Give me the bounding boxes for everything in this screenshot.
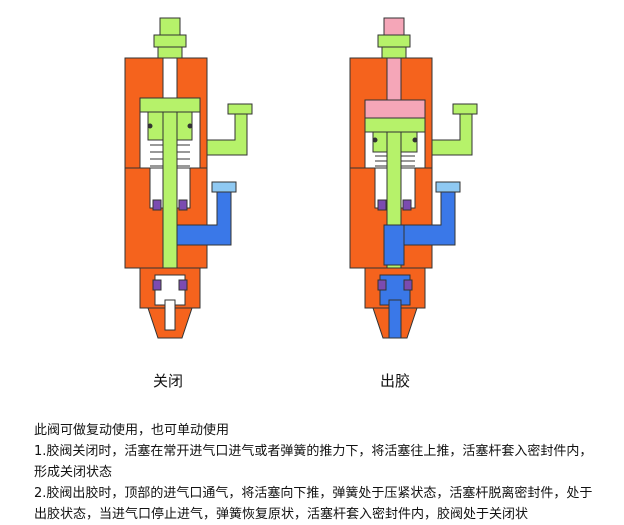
caption-open: 出胶 bbox=[379, 372, 410, 390]
side-air-fitting bbox=[431, 109, 473, 156]
fluid-flow bbox=[383, 224, 405, 266]
seal bbox=[152, 199, 162, 211]
description-item-2: 2.胶阀出胶时，顶部的进气口通气，将活塞向下推，弹簧处于压紧状态，活塞杆脱离密封… bbox=[34, 486, 593, 522]
valve-open-diagram bbox=[349, 17, 478, 339]
side-air-fitting bbox=[206, 109, 248, 156]
valve-diagrams bbox=[124, 17, 478, 339]
pressurised-chamber bbox=[364, 99, 426, 119]
description: 此阀可做复动使用，也可单动使用 1.胶阀关闭时，活塞在常开进气口进气或者弹簧的推… bbox=[34, 420, 594, 525]
caption-closed: 关闭 bbox=[152, 372, 183, 390]
description-item-1: 1.胶阀关闭时，活塞在常开进气口进气或者弹簧的推力下，将活塞往上推，活塞杆套入密… bbox=[34, 444, 593, 480]
piston bbox=[139, 97, 201, 113]
seal bbox=[377, 199, 387, 211]
piston bbox=[364, 117, 426, 133]
valve-closed-diagram bbox=[124, 17, 253, 339]
description-intro: 此阀可做复动使用，也可单动使用 bbox=[34, 423, 230, 438]
